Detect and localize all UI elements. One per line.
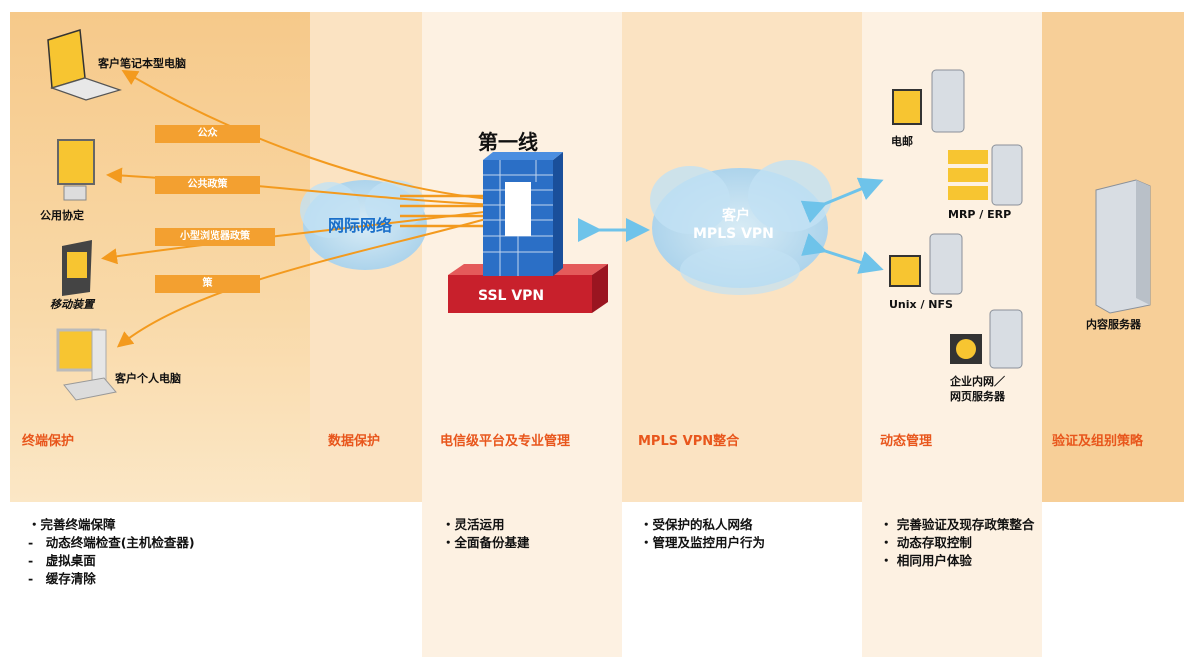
mpls-cloud-line1: 客户: [722, 208, 750, 224]
bullets-mpls: ・受保护的私人网络 ・管理及监控用户行为: [640, 516, 765, 552]
header-endpoint: 终端保护: [22, 434, 75, 449]
laptop-icon: [47, 29, 122, 101]
bullet-item: ・ 相同用户体验: [880, 553, 972, 568]
internet-label: 网际网络: [328, 216, 393, 235]
mpls-cloud: [650, 160, 832, 295]
header-auth: 验证及组别策略: [1052, 434, 1144, 449]
bullet-item: - 动态终端检查(主机检查器): [28, 535, 195, 550]
policy-bar-3: 小型浏览器政策: [155, 228, 275, 246]
bullet-item: ・ 完善验证及现存政策整合: [880, 517, 1035, 532]
header-data: 数据保护: [328, 434, 381, 449]
bullet-item: - 缓存清除: [28, 571, 96, 586]
mobile-device-icon: [62, 240, 92, 296]
label-public: 公用协定: [40, 209, 84, 222]
mrp-server-icon: [948, 144, 1023, 206]
label-intranet-1: 企业内网／: [950, 375, 1005, 388]
bullet-item: ・完善终端保障: [28, 517, 116, 532]
content-server-icon: [1095, 179, 1151, 314]
public-terminal-icon: [57, 139, 95, 201]
label-mrp: MRP / ERP: [948, 208, 1012, 221]
bullets-carrier: ・灵活运用 ・全面备份基建: [442, 516, 530, 552]
firewall-gate: [483, 152, 563, 276]
device-arrows: [101, 69, 501, 348]
bullet-item: - 虚拟桌面: [28, 553, 96, 568]
email-server-icon: [892, 69, 965, 133]
bullets-endpoint: ・完善终端保障 - 动态终端检查(主机检查器) - 虚拟桌面 - 缓存清除: [28, 516, 195, 588]
ssl-vpn-label: SSL VPN: [478, 288, 545, 304]
frontline-title: 第一线: [478, 130, 538, 154]
label-laptop: 客户笔记本型电脑: [98, 57, 186, 70]
policy-bar-2: 公共政策: [155, 176, 260, 194]
column-carrier-bg: [422, 12, 622, 657]
column-endpoint-bg: [10, 12, 310, 502]
label-email: 电邮: [891, 135, 913, 148]
bullet-item: ・灵活运用: [442, 517, 505, 532]
mpls-cloud-line2: MPLS VPN: [693, 226, 774, 242]
policy-bar-1: 公众: [155, 125, 260, 143]
label-content-server: 内容服务器: [1086, 318, 1141, 331]
pc-icon: [56, 328, 117, 401]
header-dynamic: 动态管理: [880, 434, 933, 449]
link-arrows: [578, 177, 884, 274]
policy-bar-4: 策: [155, 275, 260, 293]
label-mobile: 移动装置: [50, 298, 94, 311]
bullet-item: ・全面备份基建: [442, 535, 530, 550]
label-intranet-2: 网页服务器: [950, 390, 1005, 403]
intranet-server-icon: [950, 309, 1023, 369]
bullet-item: ・受保护的私人网络: [640, 517, 753, 532]
label-unix: Unix / NFS: [889, 298, 953, 311]
bullet-item: ・ 动态存取控制: [880, 535, 972, 550]
unix-server-icon: [889, 233, 963, 295]
bullets-dynamic: ・ 完善验证及现存政策整合 ・ 动态存取控制 ・ 相同用户体验: [880, 516, 1034, 570]
bullet-item: ・管理及监控用户行为: [640, 535, 766, 550]
header-carrier: 电信级平台及专业管理: [440, 434, 571, 449]
header-mpls: MPLS VPN整合: [638, 434, 740, 449]
label-pc: 客户个人电脑: [115, 372, 181, 385]
